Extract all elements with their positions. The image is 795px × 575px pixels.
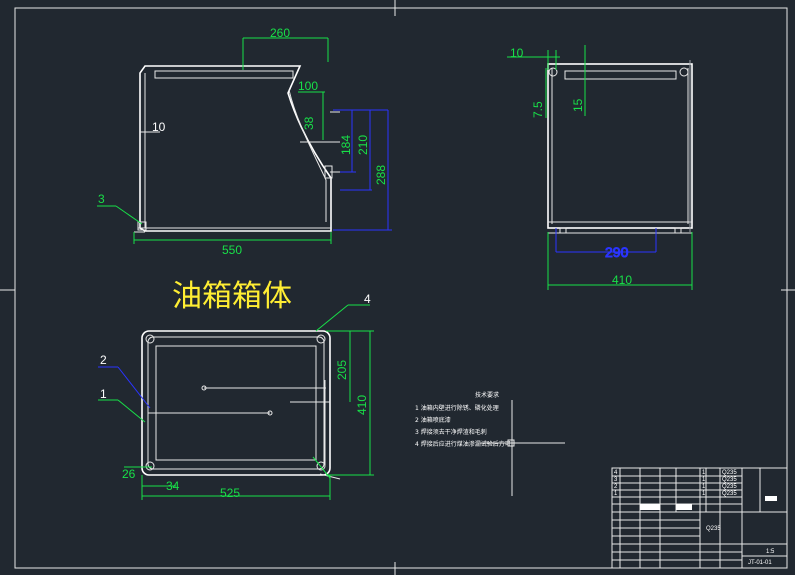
dim-front-550: 550 [222, 243, 242, 257]
dim-front-210: 210 [356, 135, 370, 155]
tb-mat-2: Q235 [722, 484, 737, 490]
dim-front-260: 260 [270, 26, 290, 40]
part-label-1: 1 [100, 387, 107, 401]
dim-front-38: 38 [302, 116, 316, 130]
tech-req-heading: 技术要求 [475, 391, 499, 399]
tb-row-no-4: 4 [614, 470, 618, 476]
dim-top-525: 525 [220, 486, 240, 500]
front-view: 260 100 38 10 184 210 288 550 3 [97, 26, 392, 257]
tb-mat-1: Q235 [722, 491, 737, 497]
dim-top-410: 410 [355, 395, 369, 415]
tb-qty-3: 1 [702, 477, 706, 483]
tech-req-item-4: 4 焊接后应进行煤油渗漏试验后方可 [415, 440, 511, 448]
tb-qty-4: 1 [702, 470, 706, 476]
part-label-2: 2 [100, 353, 107, 367]
tech-req-item-3: 3 焊接须去干净焊渣和毛刺 [415, 428, 487, 436]
tech-requirements: 技术要求 1 油箱内壁进行除锈、磷化处理 2 油箱喷底漆 3 焊接须去干净焊渣和… [415, 391, 565, 496]
dim-top-34: 34 [166, 479, 180, 493]
tb-qty-1: 1 [702, 491, 706, 497]
tb-material: Q235 [706, 526, 721, 532]
tb-row-no-1: 1 [614, 491, 618, 497]
dim-front-184: 184 [339, 135, 353, 155]
part-label-3: 3 [98, 192, 105, 206]
dim-front-100: 100 [298, 79, 318, 93]
tech-req-item-1: 1 油箱内壁进行除锈、磷化处理 [415, 404, 499, 412]
dim-side-15: 15 [571, 98, 585, 112]
title-block: 4 3 2 1 1 1 1 1 Q235 Q235 Q235 Q235 Q235… [611, 467, 788, 569]
tb-qty-2: 1 [702, 484, 706, 490]
tb-mat-4: Q235 [722, 470, 737, 476]
dim-front-10: 10 [152, 120, 166, 134]
tb-mat-3: Q235 [722, 477, 737, 483]
dim-front-288: 288 [374, 165, 388, 185]
top-view: 205 410 525 34 26 4 2 1 [98, 292, 374, 500]
part-label-4: 4 [364, 292, 371, 306]
dim-top-26: 26 [122, 467, 136, 481]
dim-side-7-5: 7.5 [531, 101, 545, 118]
tb-row-no-2: 2 [614, 484, 618, 490]
dim-top-205: 205 [335, 360, 349, 380]
dim-side-290: 290 [605, 244, 629, 260]
tech-req-item-2: 2 油箱喷底漆 [415, 416, 451, 424]
drawing-title: 油箱箱体 [172, 279, 292, 314]
dim-side-410: 410 [612, 273, 632, 287]
tb-drawing-no: JT-01-01 [748, 560, 772, 566]
side-view: 10 7.5 15 290 410 [507, 45, 693, 290]
dim-side-10: 10 [510, 46, 524, 60]
tb-scale: 1:5 [766, 549, 775, 555]
tb-row-no-3: 3 [614, 477, 618, 483]
